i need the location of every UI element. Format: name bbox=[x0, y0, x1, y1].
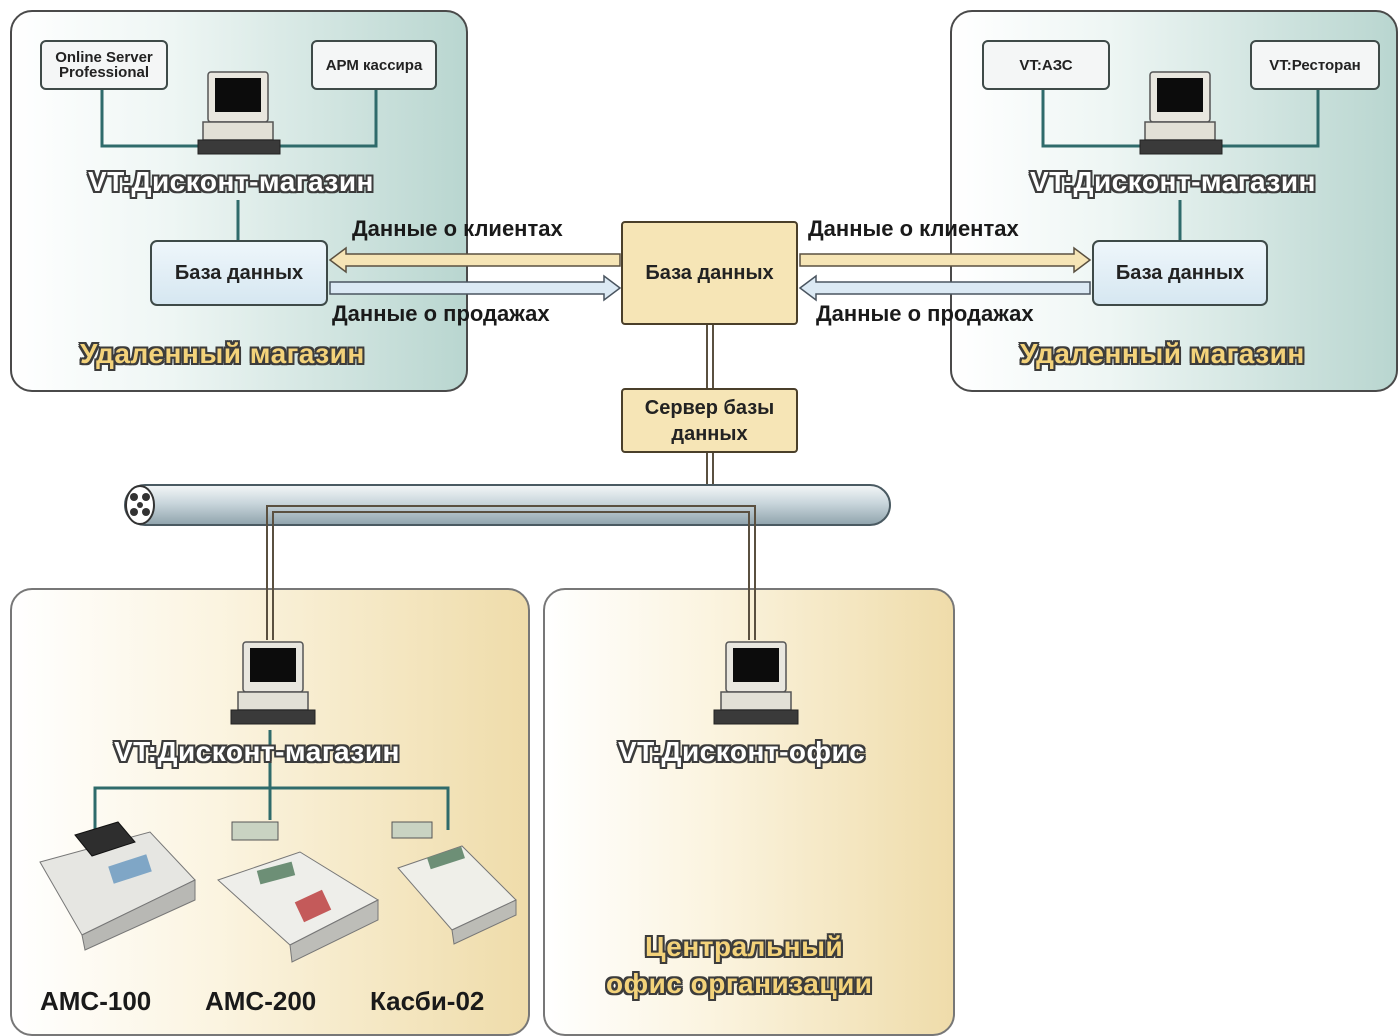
br-app-title: VT:Дисконт-офис bbox=[618, 736, 866, 767]
label-clients-left: Данные о клиентах bbox=[352, 216, 563, 241]
arm-cashier-box: АРМ кассира bbox=[311, 40, 437, 90]
central-office-label-line1: Центральный bbox=[645, 931, 844, 962]
arrow-sales-right bbox=[798, 274, 1091, 302]
arrow-clients-right bbox=[799, 246, 1092, 274]
tr-remote-store-label: Удаленный магазин bbox=[1020, 338, 1305, 369]
tl-remote-store-label: Удаленный магазин bbox=[80, 338, 365, 369]
tr-connector-right bbox=[1212, 90, 1320, 148]
computer-icon-bl bbox=[230, 641, 316, 725]
tl-database-box: База данных bbox=[150, 240, 328, 306]
tr-app-title: VT:Дисконт-магазин bbox=[1030, 166, 1316, 197]
online-server-box: Online Server Professional bbox=[40, 40, 168, 90]
central-office-label-line2: офис организации bbox=[606, 968, 873, 999]
arrow-clients-left bbox=[328, 246, 621, 274]
tl-connector-left bbox=[100, 90, 210, 148]
cash-register-kasbi02-icon bbox=[391, 821, 517, 945]
computer-icon-tr bbox=[1139, 71, 1223, 155]
model-label-ams100: АМС-100 bbox=[40, 986, 152, 1016]
vt-restaurant-box: VT:Ресторан bbox=[1250, 40, 1380, 90]
label-clients-right: Данные о клиентах bbox=[808, 216, 1019, 241]
cash-register-ams200-icon bbox=[217, 821, 380, 963]
arrow-sales-left bbox=[329, 274, 622, 302]
model-label-kasbi02: Касби-02 bbox=[370, 986, 485, 1016]
tr-database-box: База данных bbox=[1092, 240, 1268, 306]
vt-azs-box: VT:АЗС bbox=[982, 40, 1110, 90]
tr-connector-left bbox=[1041, 90, 1150, 148]
bl-app-title: VT:Дисконт-магазин bbox=[114, 736, 400, 767]
tl-app-title: VT:Дисконт-магазин bbox=[88, 166, 374, 197]
central-database-box: База данных bbox=[621, 221, 798, 325]
computer-icon-tl bbox=[197, 71, 281, 155]
label-sales-left: Данные о продажах bbox=[332, 301, 550, 326]
cash-register-ams100-icon bbox=[39, 821, 196, 951]
model-label-ams200: АМС-200 bbox=[205, 986, 317, 1016]
tl-connector-right bbox=[272, 90, 378, 148]
computer-icon-br bbox=[713, 641, 799, 725]
label-sales-right: Данные о продажах bbox=[816, 301, 1034, 326]
database-server-box: Сервер базы данных bbox=[621, 388, 798, 453]
